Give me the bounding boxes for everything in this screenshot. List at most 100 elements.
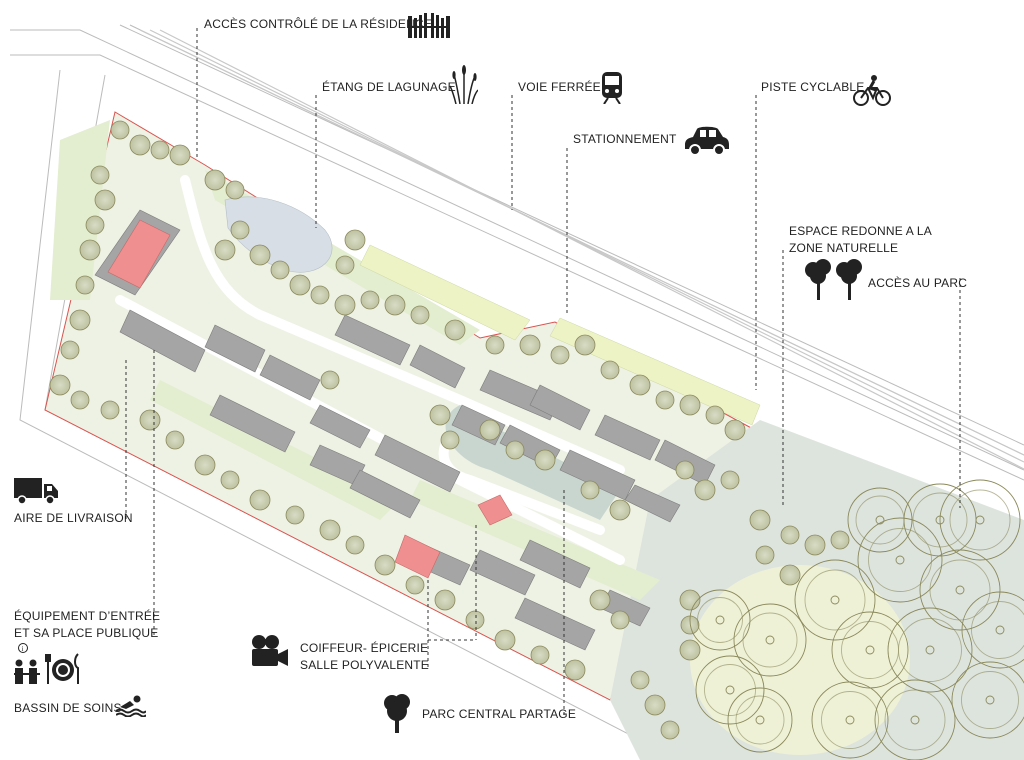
tree	[129, 134, 151, 156]
tree	[310, 285, 330, 305]
park-tree-inner	[697, 597, 743, 643]
park-tree-inner	[804, 569, 866, 631]
label-salle: SALLE POLYVALENTE	[300, 658, 430, 672]
park-tree	[857, 517, 943, 603]
park-tree-inner	[868, 528, 932, 592]
park-tree-inner	[742, 612, 798, 668]
park-tree-trunk	[765, 635, 775, 645]
label-espace-naturel-1: ESPACE REDONNE A LA	[789, 224, 932, 238]
tree	[630, 670, 650, 690]
park-tree-trunk	[725, 685, 735, 695]
tree	[335, 255, 355, 275]
tree	[320, 370, 340, 390]
tree	[319, 519, 341, 541]
park-tree	[695, 655, 765, 725]
tree	[60, 340, 80, 360]
label-coiffeur: COIFFEUR- ÉPICERIE	[300, 641, 429, 655]
tree	[655, 390, 675, 410]
leader-lines	[125, 28, 961, 715]
tree	[679, 589, 701, 611]
tree	[440, 430, 460, 450]
tree	[90, 165, 110, 185]
tree	[755, 545, 775, 565]
tree	[434, 589, 456, 611]
park-tree	[811, 681, 889, 759]
railway-band	[139, 29, 1024, 470]
park-tree-trunk	[935, 515, 945, 525]
tree	[600, 360, 620, 380]
tree	[70, 390, 90, 410]
park-tree-inner	[961, 671, 1019, 729]
tree	[609, 499, 631, 521]
tree	[494, 629, 516, 651]
label-acces-parc: ACCÈS AU PARC	[868, 276, 968, 290]
tree	[165, 430, 185, 450]
park-tree	[961, 591, 1024, 669]
tree	[410, 305, 430, 325]
dining-icon	[44, 652, 82, 691]
trees-icon	[804, 258, 866, 305]
bicycle-icon	[853, 74, 891, 111]
tree	[230, 220, 250, 240]
park-tree	[951, 661, 1024, 739]
tree	[749, 509, 771, 531]
park-tree-inner	[912, 492, 968, 548]
tree	[194, 454, 216, 476]
label-aire-livraison: AIRE DE LIVRAISON	[14, 511, 133, 525]
tree	[110, 120, 130, 140]
tree	[94, 189, 116, 211]
tree	[530, 645, 550, 665]
park-tree-trunk	[910, 715, 920, 725]
park-tree	[689, 589, 751, 651]
tree	[75, 275, 95, 295]
tree	[644, 694, 666, 716]
svg-text:i: i	[22, 645, 24, 653]
car-icon	[683, 125, 731, 162]
tree	[249, 244, 271, 266]
park-tree-inner	[735, 695, 785, 745]
park-tree-inner	[821, 691, 879, 749]
tree	[169, 144, 191, 166]
label-parc-central: PARC CENTRAL PARTAGE	[422, 707, 577, 721]
tree	[374, 554, 396, 576]
park-tree-trunk	[830, 595, 840, 605]
tree	[679, 394, 701, 416]
tree	[270, 260, 290, 280]
tree	[610, 610, 630, 630]
label-acces-controle: ACCÈS CONTRÔLÉ DE LA RÉSIDENCE	[204, 17, 433, 31]
park-tree-trunk	[755, 715, 765, 725]
park-tree-inner	[704, 664, 756, 716]
tree	[694, 479, 716, 501]
truck-icon	[14, 476, 58, 511]
tree	[534, 449, 556, 471]
tree	[580, 480, 600, 500]
park-tree	[794, 559, 876, 641]
tree	[720, 470, 740, 490]
tree	[629, 374, 651, 396]
label-etang: ÉTANG DE LAGUNAGE	[322, 80, 456, 94]
tree	[150, 140, 170, 160]
park-tree-trunk	[845, 715, 855, 725]
tree	[830, 530, 850, 550]
park-trees	[689, 479, 1024, 760]
park-tree-inner	[971, 601, 1024, 659]
tree	[85, 215, 105, 235]
equipment-buildings	[107, 219, 513, 579]
train-icon	[600, 72, 624, 109]
camera-icon	[250, 634, 290, 675]
tree	[334, 294, 356, 316]
tree	[344, 229, 366, 251]
tree	[574, 334, 596, 356]
tree	[214, 239, 236, 261]
park-tree-trunk	[715, 615, 725, 625]
park-tree	[874, 679, 956, 760]
parking-lots	[359, 244, 761, 426]
park-tree-trunk	[895, 555, 905, 565]
tree	[519, 334, 541, 356]
park-tree-trunk	[925, 645, 935, 655]
swimmer-icon	[115, 693, 147, 722]
tree	[804, 534, 826, 556]
tree	[444, 319, 466, 341]
tree	[249, 489, 271, 511]
